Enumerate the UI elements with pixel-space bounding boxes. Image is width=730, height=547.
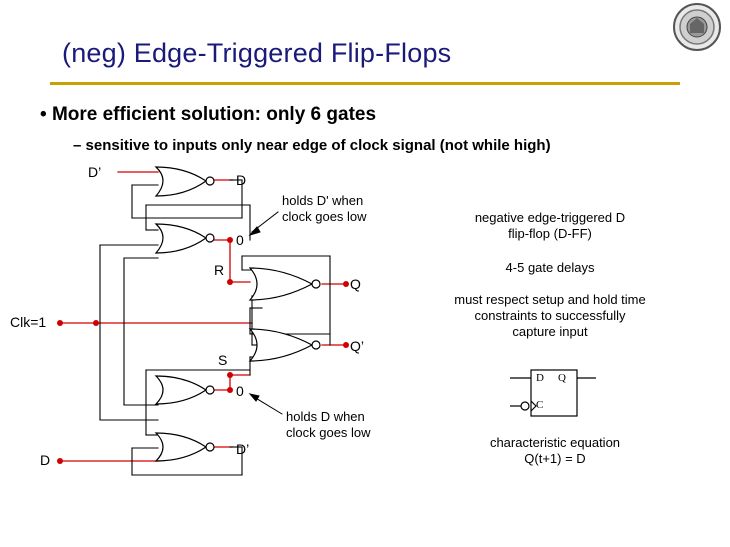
label-d-top: D bbox=[236, 172, 247, 188]
label-clk: Clk=1 bbox=[10, 314, 47, 330]
annotation-holds-bottom-line2: clock goes low bbox=[286, 425, 371, 440]
label-q: Q bbox=[350, 276, 361, 292]
label-zero-top: 0 bbox=[236, 232, 244, 248]
nor-gates bbox=[154, 166, 321, 462]
junction-dots bbox=[57, 237, 349, 464]
note-description-line1: negative edge-triggered D bbox=[474, 210, 626, 225]
nor-gate-4 bbox=[248, 328, 314, 362]
label-r: R bbox=[214, 262, 225, 278]
label-d-prime-bottom: D’ bbox=[236, 441, 250, 457]
label-d-in: D bbox=[40, 452, 51, 468]
dff-label-q: Q bbox=[558, 372, 566, 384]
equation-label: characteristic equation bbox=[489, 435, 621, 450]
dff-symbol bbox=[510, 369, 596, 417]
annotation-holds-top-line2: clock goes low bbox=[282, 209, 367, 224]
note-equation: characteristic equation Q(t+1) = D bbox=[430, 435, 680, 467]
university-seal-icon bbox=[673, 3, 721, 51]
nor-gate-1 bbox=[154, 166, 208, 197]
note-constraints-line2: constraints to successfully bbox=[474, 308, 626, 323]
nor-gate-6 bbox=[154, 432, 208, 462]
dff-label-clk: C bbox=[536, 399, 544, 411]
dff-label-d: D bbox=[536, 372, 544, 384]
sub-bullet: – sensitive to inputs only near edge of … bbox=[73, 137, 551, 154]
label-d-prime-top: D’ bbox=[88, 164, 102, 180]
label-s: S bbox=[218, 352, 228, 368]
label-zero-bottom: 0 bbox=[236, 383, 244, 399]
note-description-line2: flip-flop (D-FF) bbox=[508, 226, 592, 241]
nor-gate-3 bbox=[248, 267, 314, 301]
equation-text: Q(t+1) = D bbox=[524, 451, 586, 466]
note-delays: 4-5 gate delays bbox=[505, 260, 595, 275]
nor-gate-5 bbox=[154, 375, 208, 405]
title-underline bbox=[50, 82, 680, 85]
label-q-prime: Q’ bbox=[350, 338, 364, 354]
annotation-holds-top-line1: holds D' when bbox=[282, 193, 364, 208]
sub-bullet-text: sensitive to inputs only near edge of cl… bbox=[85, 137, 551, 154]
note-constraints: must respect setup and hold time constra… bbox=[420, 292, 680, 340]
nor-gate-2 bbox=[154, 223, 208, 254]
black-wires bbox=[99, 179, 331, 476]
main-bullet: • More efficient solution: only 6 gates bbox=[40, 104, 377, 125]
annotation-holds-bottom: holds D when clock goes low bbox=[286, 409, 371, 441]
note-constraints-line3: capture input bbox=[512, 324, 588, 339]
note-description: negative edge-triggered D flip-flop (D-F… bbox=[430, 210, 670, 242]
annotation-holds-top: holds D' when clock goes low bbox=[282, 193, 367, 225]
slide-title: (neg) Edge-Triggered Flip-Flops bbox=[62, 38, 452, 68]
note-constraints-line1: must respect setup and hold time bbox=[454, 292, 646, 307]
annotation-arrows bbox=[248, 211, 283, 415]
annotation-holds-bottom-line1: holds D when bbox=[286, 409, 365, 424]
main-bullet-text: More efficient solution: only 6 gates bbox=[51, 104, 377, 125]
